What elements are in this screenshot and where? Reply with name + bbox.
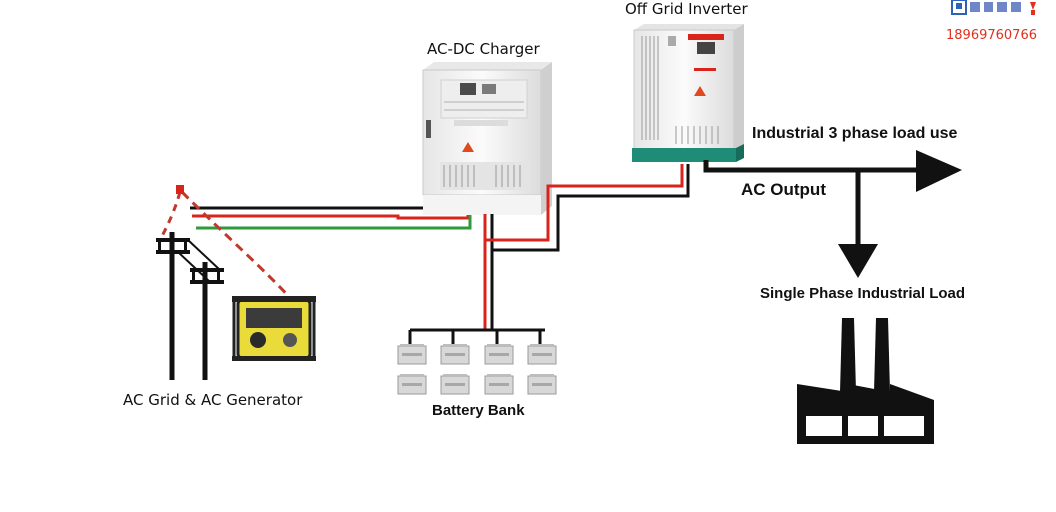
utility-poles — [156, 232, 224, 380]
charger-title: AC-DC Charger — [427, 40, 540, 58]
factory-icon — [797, 318, 934, 444]
battery-cell — [440, 374, 470, 395]
battery-cell — [484, 344, 514, 365]
charger-output-wires — [483, 164, 690, 330]
battery-cell — [397, 374, 427, 395]
inverter-title: Off Grid Inverter — [625, 0, 748, 18]
qr-logo-icon — [951, 0, 1036, 15]
ac-dc-charger-cabinet — [422, 62, 552, 215]
battery-cell — [440, 344, 470, 365]
battery-bank-label: Battery Bank — [432, 402, 525, 419]
generator-dashed-line — [180, 190, 294, 302]
single-phase-load-label: Single Phase Industrial Load — [760, 285, 966, 302]
grid-connection-point — [176, 185, 184, 194]
ac-output-label: AC Output — [741, 180, 826, 199]
grid-generator-label: AC Grid & AC Generator — [123, 391, 303, 409]
battery-bank — [408, 328, 545, 346]
pole-dashed-line — [158, 191, 182, 241]
battery-cell — [484, 374, 514, 395]
battery-cell — [397, 344, 427, 365]
battery-cells — [397, 344, 557, 395]
battery-cell — [527, 344, 557, 365]
ac-output-arrows — [703, 150, 962, 278]
off-grid-inverter-cabinet — [632, 24, 744, 162]
contact-phone: 18969760766 — [946, 28, 1037, 43]
battery-cell — [527, 374, 557, 395]
generator — [232, 296, 316, 361]
three-phase-load-label: Industrial 3 phase load use — [752, 125, 958, 142]
